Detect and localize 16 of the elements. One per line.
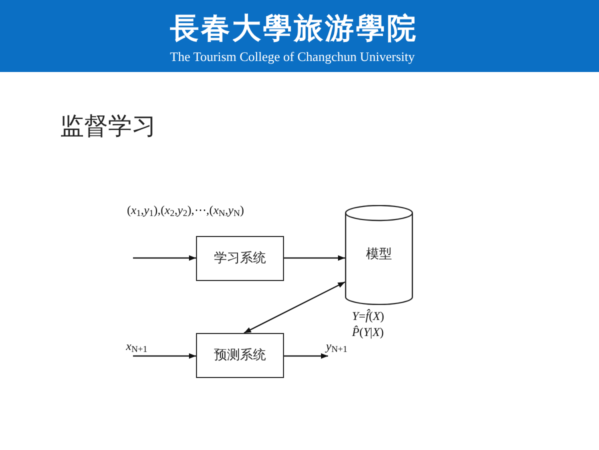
- edge-label: (x$_{1}$,y$_{1}$),(x$_{2}$,y$_{2}$),⋯,(x$_{N}$,y$_{N}$): [127, 204, 244, 216]
- arrow: [133, 255, 196, 261]
- slide-title: 监督学习: [60, 114, 156, 138]
- header-title: 長春大學旅游學院: [170, 14, 418, 43]
- formula-text: Y=f̂(X): [352, 310, 384, 322]
- process-box: 预测系统: [196, 333, 284, 378]
- process-box: 学习系统: [196, 236, 284, 281]
- model-cylinder: 模型: [345, 205, 413, 305]
- arrow: [244, 281, 346, 334]
- arrow: [284, 255, 345, 261]
- formula-text: P̂(Y|X): [352, 326, 384, 338]
- arrow: [284, 353, 328, 359]
- arrow: [133, 353, 196, 359]
- edge-label: x$_{N+1}$: [126, 340, 148, 352]
- edge-label: y$_{N+1}$: [326, 340, 348, 352]
- header-subtitle: The Tourism College of Changchun University: [170, 50, 415, 63]
